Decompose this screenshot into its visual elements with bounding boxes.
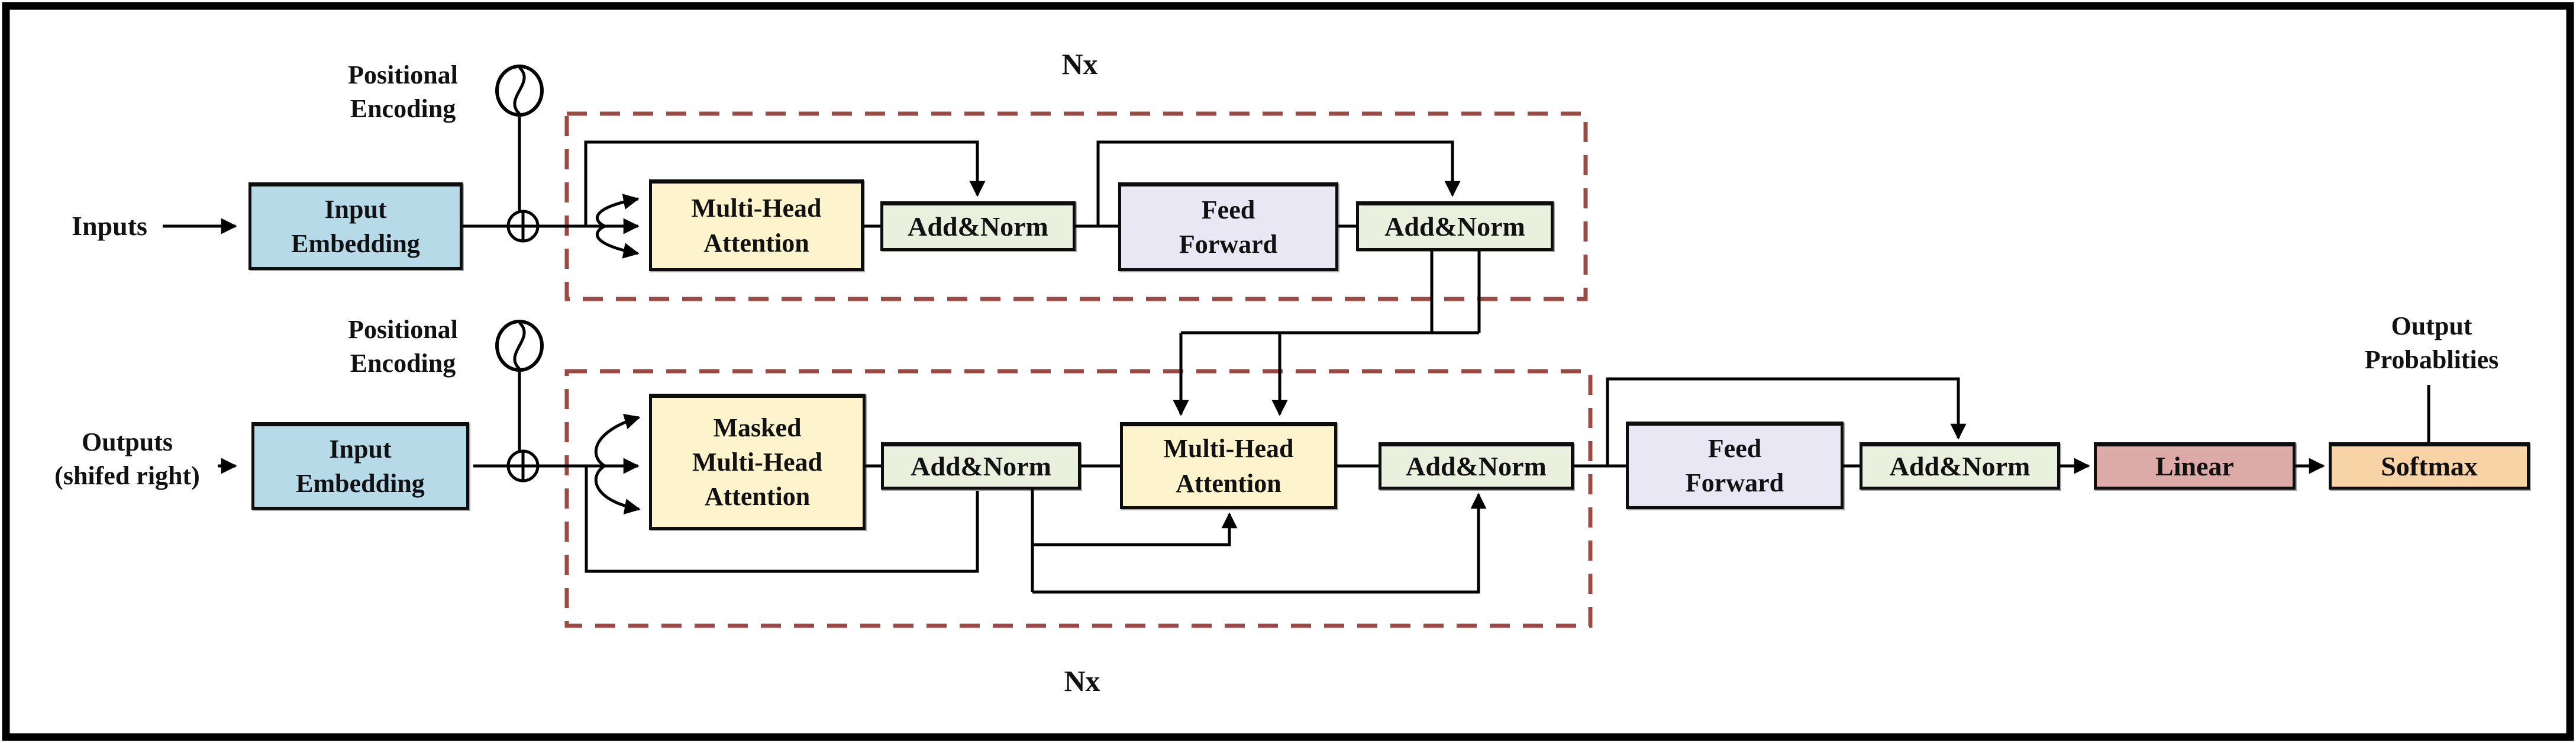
encoder-residual-2 (1096, 140, 1461, 226)
encoder-add-norm-1-box: Add&Norm (880, 201, 1076, 251)
decoder-repeat-dashed-box (564, 369, 1593, 628)
decoder-input-embedding-box: Input Embedding (251, 422, 469, 510)
decoder-residual-2 (1032, 493, 1487, 594)
decoder-add-norm-1-box: Add&Norm (881, 442, 1081, 490)
decoder-qkv-fork (594, 413, 641, 468)
encoder-feed-forward-box: Feed Forward (1118, 182, 1338, 271)
encoder-positional-encoding-label: Positional Encoding (348, 60, 458, 124)
encoder-repeat-dashed-box (564, 111, 1588, 301)
decoder-positional-encoding-icon (495, 320, 544, 372)
encoder-residual-1 (584, 140, 986, 226)
head-add-norm-box: Add&Norm (1860, 442, 2060, 490)
decoder-positional-encoding-label: Positional Encoding (348, 315, 458, 378)
encoder-add-norm-2-box: Add&Norm (1356, 201, 1554, 251)
inputs-label: Inputs (72, 211, 147, 241)
sine-wave-icon (513, 66, 526, 115)
head-feed-forward-box: Feed Forward (1626, 422, 1844, 509)
encoder-multi-head-attention-box: Multi-Head Attention (649, 179, 864, 271)
encoder-qkv-fork (595, 194, 640, 228)
encoder-input-embedding-box: Input Embedding (248, 182, 463, 270)
head-residual (1606, 377, 1967, 466)
decoder-residual-1 (585, 466, 979, 573)
decoder-add-norm-2-box: Add&Norm (1379, 442, 1574, 490)
softmax-box: Softmax (2329, 442, 2530, 490)
output-probabilities-label: Output Probablities (2364, 311, 2499, 375)
decoder-query-feed (1032, 512, 1238, 546)
sine-wave-icon (513, 321, 526, 370)
decoder-masked-multi-head-attention-box: Masked Multi-Head Attention (649, 394, 866, 530)
encoder-add-circle-icon (506, 210, 540, 243)
linear-box: Linear (2094, 442, 2296, 490)
decoder-repeat-label: Nx (1064, 664, 1100, 697)
decoder-add-circle-icon (506, 449, 540, 483)
outputs-label: Outputs (shifed right) (54, 427, 200, 491)
decoder-multi-head-attention-box: Multi-Head Attention (1120, 422, 1337, 509)
encoder-positional-encoding-icon (495, 65, 544, 117)
encoder-repeat-label: Nx (1061, 47, 1098, 81)
